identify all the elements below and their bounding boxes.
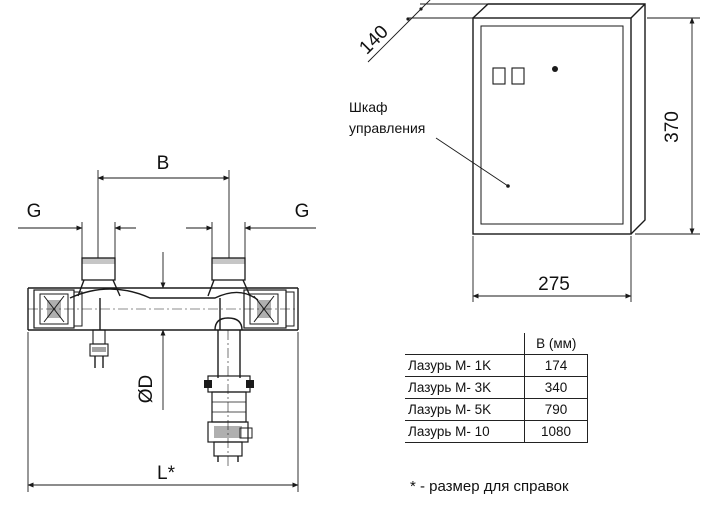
cabinet-side — [472, 3, 646, 235]
cabinet-front — [472, 17, 632, 235]
dim-d-label: ØD — [136, 375, 157, 404]
control-cabinet — [435, 3, 646, 235]
table-cell-model: Лазурь М- 5K — [405, 398, 525, 421]
dim-depth-label: 140 — [355, 21, 392, 58]
table-cell-model: Лазурь М- 10 — [405, 420, 525, 443]
table-row: Лазурь М- 10 1080 — [405, 420, 588, 443]
table-row: Лазурь М- 1K 174 — [405, 354, 588, 377]
cabinet-door — [480, 25, 624, 225]
table-cell-b: 174 — [524, 354, 588, 377]
dim-width — [472, 236, 632, 302]
dim-l — [27, 332, 299, 492]
table-cell-model: Лазурь М- 1K — [405, 354, 525, 377]
dim-g-right — [186, 222, 316, 258]
dim-b — [97, 170, 230, 258]
table-header-row: B (мм) — [405, 333, 588, 355]
left-flange — [33, 289, 83, 329]
dim-height-label: 370 — [662, 111, 683, 143]
left-inlet — [77, 257, 121, 297]
right-inlet — [207, 257, 251, 297]
footnote: * - размер для справок — [410, 478, 569, 495]
indicator-lamp-2 — [511, 67, 525, 85]
cabinet-leader — [435, 137, 509, 187]
dim-width-label: 275 — [538, 274, 570, 295]
cabinet-label-line2: управления — [349, 120, 425, 136]
table-cell-b: 1080 — [524, 420, 588, 443]
cabinet-label-line1: Шкаф — [349, 99, 388, 115]
drain-valve — [89, 329, 109, 368]
dim-g-right-label: G — [295, 201, 310, 222]
table-cell-model: Лазурь М- 3K — [405, 376, 525, 399]
table-cell-b: 340 — [524, 376, 588, 399]
indicator-lamp-1 — [492, 67, 506, 85]
dim-g-left — [18, 222, 136, 258]
table-cell-b: 790 — [524, 398, 588, 421]
dim-g-left-label: G — [27, 201, 42, 222]
dim-b-label: B — [157, 153, 170, 174]
table-row: Лазурь М- 3K 340 — [405, 376, 588, 399]
size-table: B (мм) Лазурь М- 1K 174 Лазурь М- 3K 340… — [405, 333, 588, 443]
dim-l-label: L* — [157, 463, 176, 484]
cabinet-lock — [552, 66, 558, 72]
dim-height — [635, 17, 700, 235]
right-flange — [243, 289, 295, 329]
table-row: Лазурь М- 5K 790 — [405, 398, 588, 421]
table-header-b: B (мм) — [536, 335, 577, 351]
dim-depth — [367, 0, 488, 63]
drop-pipe — [204, 317, 254, 466]
